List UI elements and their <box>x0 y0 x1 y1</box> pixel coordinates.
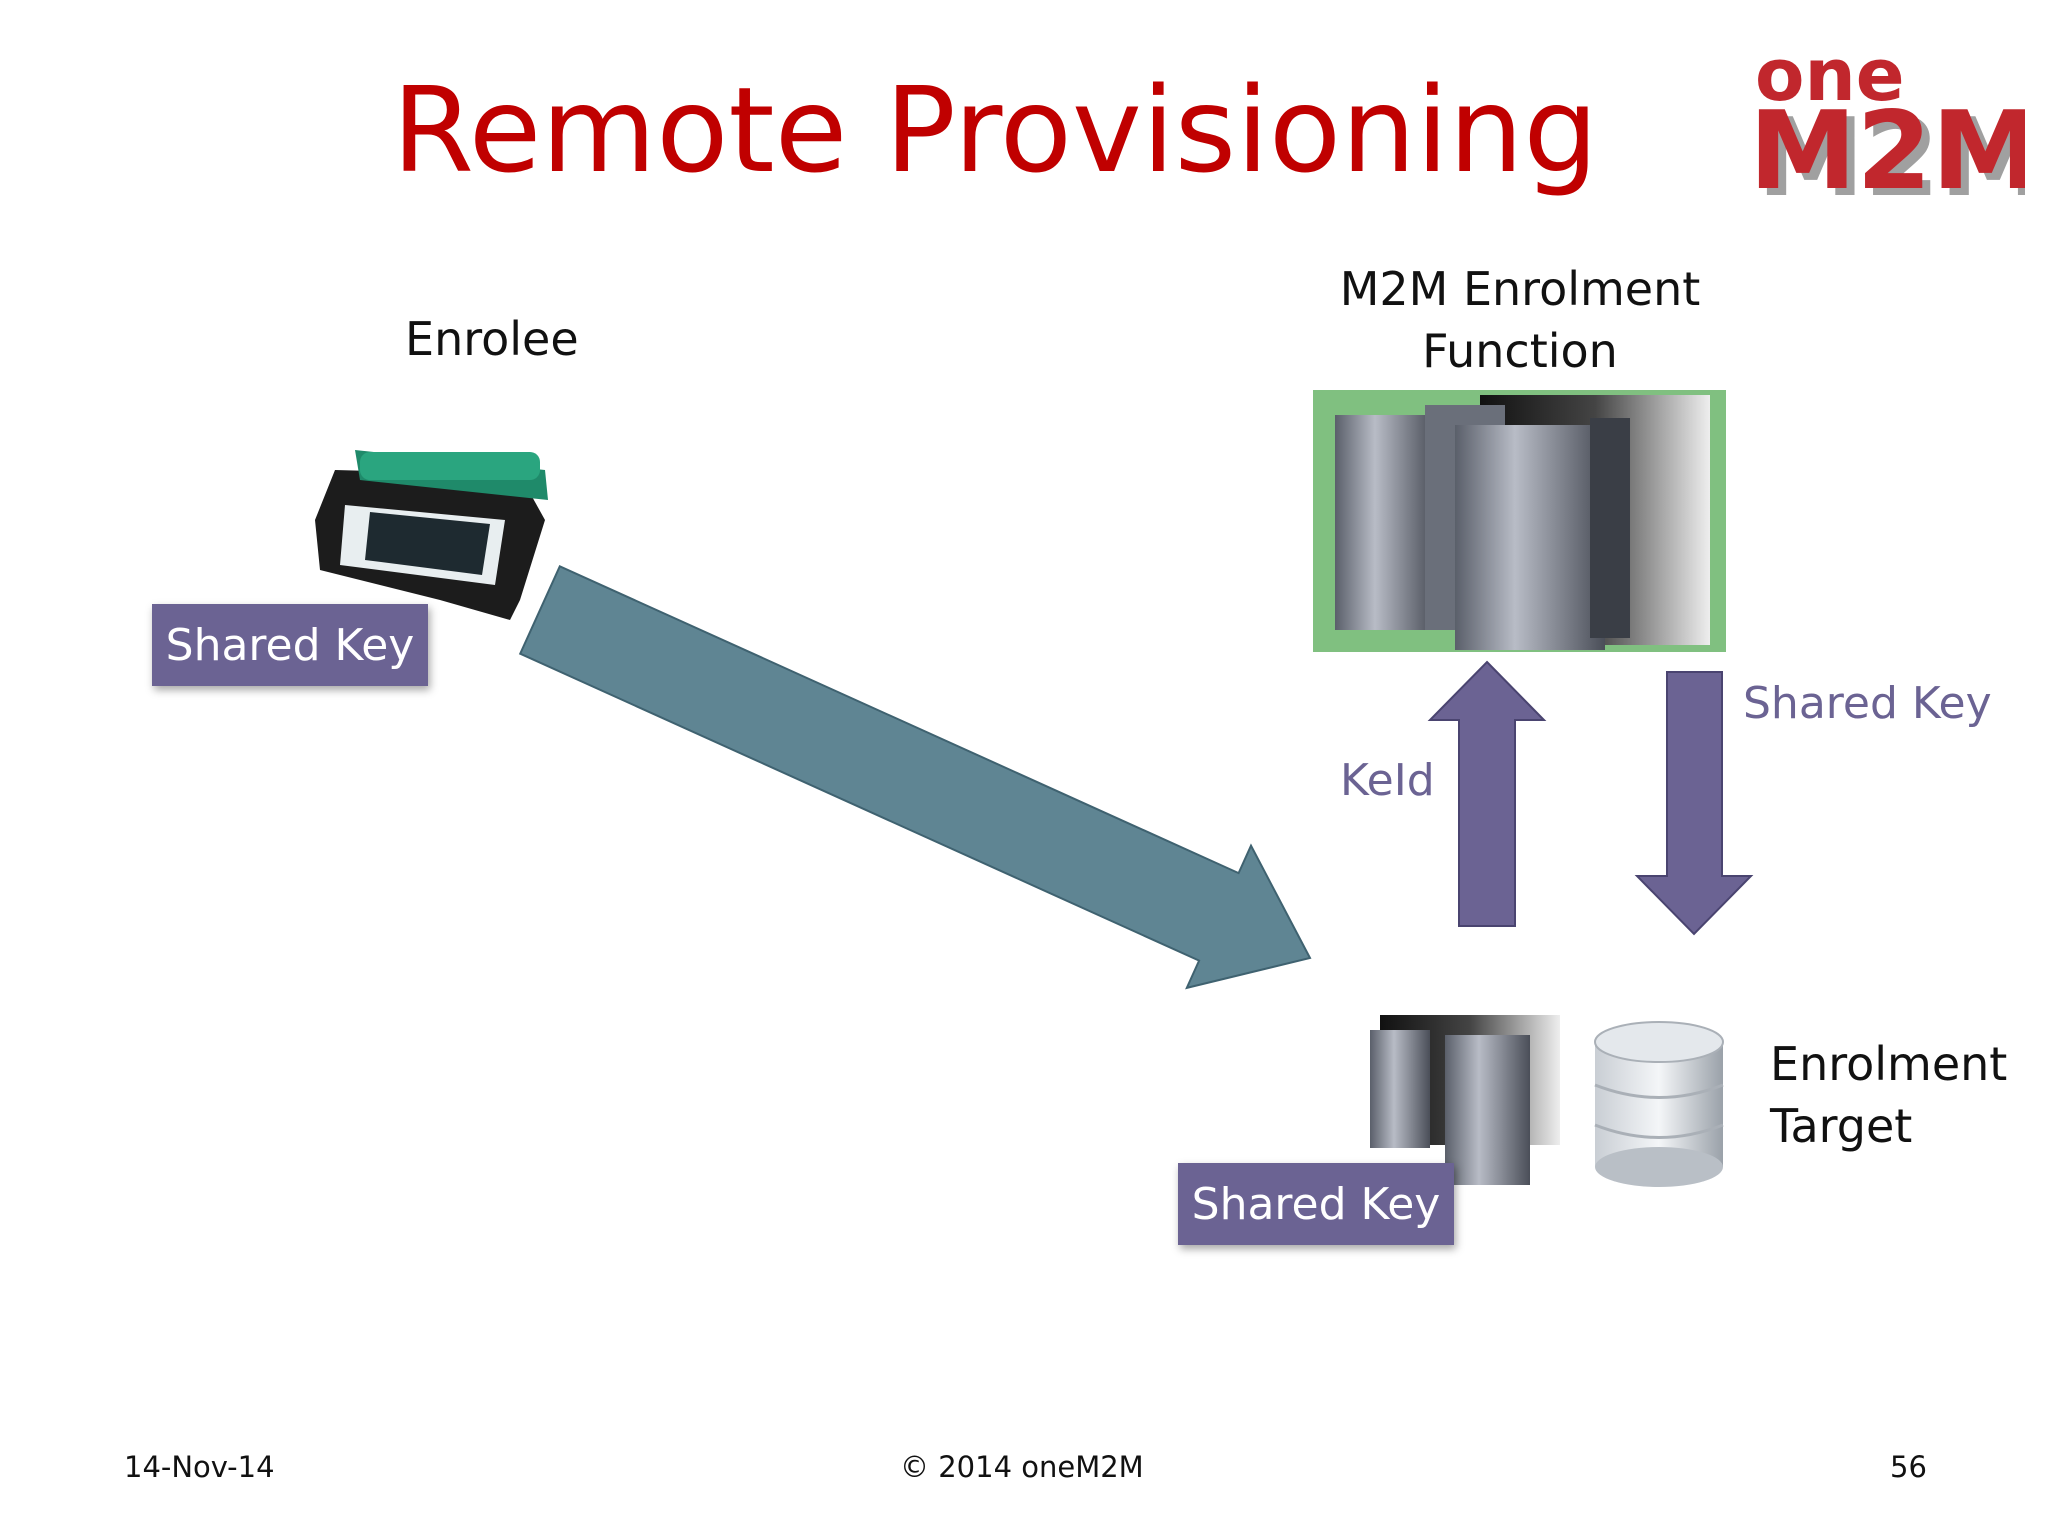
enrolee-shared-key-badge: Shared Key <box>152 604 428 686</box>
footer-page-number: 56 <box>1890 1450 1927 1484</box>
shared-key-down-arrow <box>1634 671 1754 936</box>
svg-text:one: one <box>1755 33 1905 117</box>
enrolee-label: Enrolee <box>405 312 579 366</box>
enrolment-function-label-line2: Function <box>1422 324 1618 378</box>
enrolment-function-server-icon <box>1313 390 1726 652</box>
handshake-arrow <box>518 564 1312 990</box>
keid-arrow-label: KeId <box>1340 755 1435 806</box>
onem2m-logo: one M2M M2M <box>1749 33 2025 200</box>
enrolment-target-server-icon <box>1370 1015 1560 1185</box>
footer-date: 14-Nov-14 <box>124 1450 275 1484</box>
keid-up-arrow <box>1427 660 1547 927</box>
shared-key-arrow-label: Shared Key <box>1743 678 1992 729</box>
svg-text:M2M: M2M <box>1749 89 2025 200</box>
enrolment-target-label: Enrolment Target <box>1770 1033 2007 1157</box>
enrolment-function-label: M2M Enrolment Function <box>1320 258 1720 382</box>
enrolment-target-label-line1: Enrolment <box>1770 1037 2008 1091</box>
database-icon <box>1594 1021 1724 1187</box>
target-shared-key-badge: Shared Key <box>1178 1163 1454 1245</box>
footer-copyright: © 2014 oneM2M <box>900 1450 1144 1484</box>
slide-title: Remote Provisioning <box>392 61 1599 199</box>
svg-text:M2M: M2M <box>1757 96 2025 200</box>
enrolment-function-label-line1: M2M Enrolment <box>1339 262 1701 316</box>
enrolment-target-label-line2: Target <box>1770 1099 1913 1153</box>
enrolee-device-icon <box>315 450 548 620</box>
